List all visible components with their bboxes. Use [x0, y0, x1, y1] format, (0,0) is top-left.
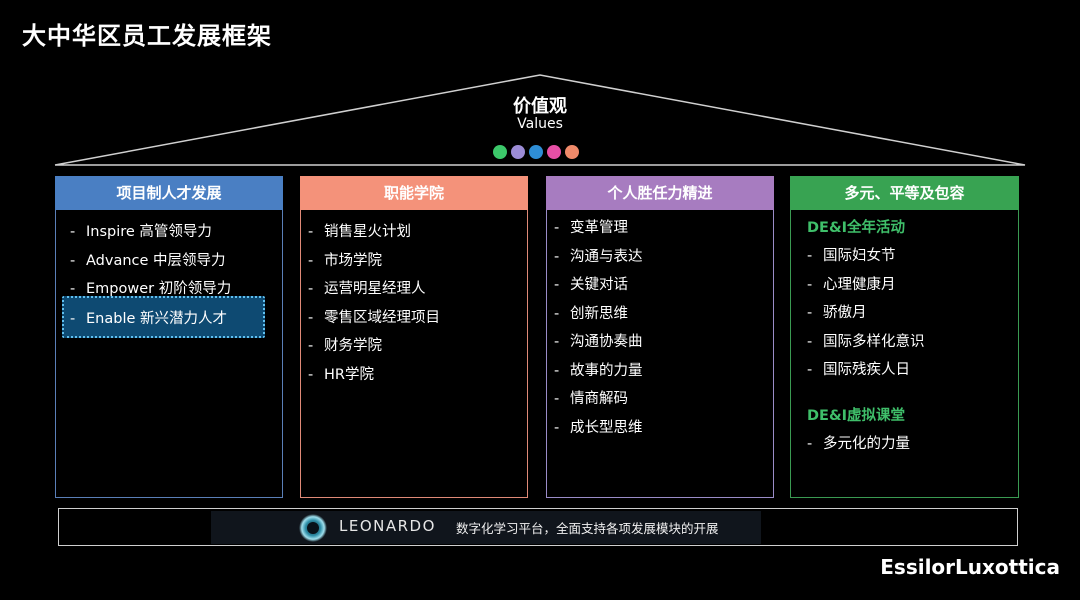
list-item[interactable]: -财务学院 [308, 338, 382, 354]
platform-description: 数字化学习平台，全面支持各项发展模块的开展 [456, 521, 719, 536]
pillar-personal-competency: 个人胜任力精进 -变革管理 -沟通与表达 -关键对话 -创新思维 -沟通协奏曲 … [546, 176, 774, 498]
page-title: 大中华区员工发展框架 [22, 22, 272, 50]
pillar-heading: 多元、平等及包容 [790, 176, 1019, 210]
platform-bar [58, 508, 1018, 546]
list-item[interactable]: -心理健康月 [807, 276, 896, 293]
pillar-dei: 多元、平等及包容 DE&I全年活动 -国际妇女节 -心理健康月 -骄傲月 -国际… [790, 176, 1019, 498]
list-item[interactable]: -运营明星经理人 [308, 281, 426, 297]
list-item[interactable]: -变革管理 [554, 220, 628, 236]
value-dot [565, 145, 579, 159]
platform-name: LEONARDO [339, 517, 436, 535]
list-item[interactable]: -国际多样化意识 [807, 333, 925, 350]
values-subtitle: Values [517, 116, 563, 132]
leonardo-globe-icon [299, 514, 327, 542]
pillar-body: -销售星火计划 -市场学院 -运营明星经理人 -零售区域经理项目 -财务学院 -… [300, 210, 528, 498]
list-item[interactable]: -Advance 中层领导力 [70, 252, 226, 269]
list-item[interactable]: -国际妇女节 [807, 248, 896, 264]
pillar-body: -Inspire 高管领导力 -Advance 中层领导力 -Empower 初… [55, 210, 283, 498]
list-item-selected[interactable]: -Enable 新兴潜力人才 [70, 310, 227, 327]
list-item[interactable]: -Inspire 高管领导力 [70, 224, 212, 240]
list-item[interactable]: -Empower 初阶领导力 [70, 281, 232, 297]
selection-highlight [62, 296, 265, 338]
pillar-body: -变革管理 -沟通与表达 -关键对话 -创新思维 -沟通协奏曲 -故事的力量 -… [546, 210, 774, 498]
brand-logo: EssilorLuxottica [880, 555, 1060, 579]
list-item[interactable]: -成长型思维 [554, 419, 643, 436]
pillar-functional-academy: 职能学院 -销售星火计划 -市场学院 -运营明星经理人 -零售区域经理项目 -财… [300, 176, 528, 498]
list-item[interactable]: -多元化的力量 [807, 435, 910, 452]
value-dot [529, 145, 543, 159]
list-item[interactable]: -创新思维 [554, 305, 628, 322]
value-dot [511, 145, 525, 159]
list-item[interactable]: -销售星火计划 [308, 224, 411, 240]
value-dot [493, 145, 507, 159]
values-title: 价值观 [513, 96, 567, 117]
pillar-heading: 项目制人才发展 [55, 176, 283, 210]
value-dot [547, 145, 561, 159]
pillar-heading: 职能学院 [300, 176, 528, 210]
list-item[interactable]: -关键对话 [554, 277, 628, 293]
pillar-talent-projects: 项目制人才发展 -Inspire 高管领导力 -Advance 中层领导力 -E… [55, 176, 283, 498]
list-item[interactable]: -沟通协奏曲 [554, 334, 643, 350]
list-item[interactable]: -零售区域经理项目 [308, 309, 440, 326]
list-item[interactable]: -市场学院 [308, 252, 382, 269]
list-item[interactable]: -骄傲月 [807, 305, 867, 321]
pillar-body: DE&I全年活动 -国际妇女节 -心理健康月 -骄傲月 -国际多样化意识 -国际… [790, 210, 1019, 498]
list-item[interactable]: -沟通与表达 [554, 248, 643, 265]
list-item[interactable]: -情商解码 [554, 391, 628, 407]
values-dots [493, 145, 579, 159]
list-item[interactable]: -HR学院 [308, 366, 374, 383]
group-subheading: DE&I全年活动 [807, 220, 905, 236]
pillar-heading: 个人胜任力精进 [546, 176, 774, 210]
list-item[interactable]: -国际残疾人日 [807, 362, 910, 378]
list-item[interactable]: -故事的力量 [554, 362, 643, 379]
group-subheading: DE&I虚拟课堂 [807, 407, 905, 424]
